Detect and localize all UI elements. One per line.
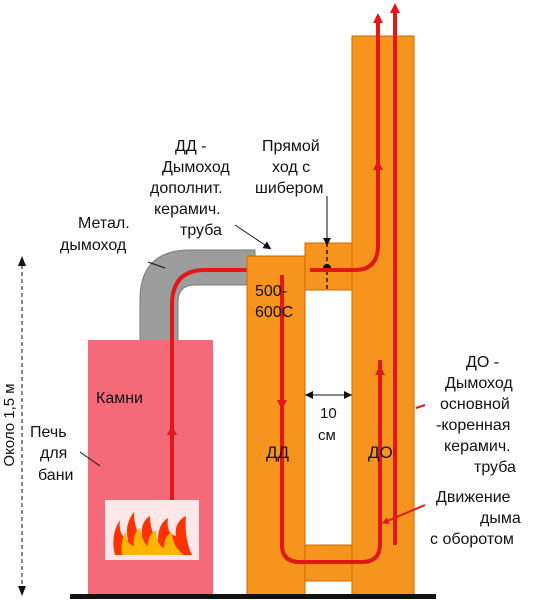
dd-tag: ДД — [266, 443, 290, 462]
metal-label-2: дымоход — [60, 237, 127, 254]
dd-note-2: Дымоход — [162, 159, 230, 176]
do-note-1: ДО - — [466, 354, 499, 371]
leader-metal — [147, 261, 166, 269]
dd-note-1: ДД - — [175, 138, 206, 155]
do-note-4: -коренная — [436, 417, 510, 434]
smoke-note-2: дыма — [480, 510, 521, 527]
smoke-direct — [310, 16, 380, 272]
stove-label-1: Печь — [30, 424, 67, 441]
smoke-note-3: с оборотом — [430, 531, 514, 548]
leader-smoke — [381, 504, 426, 524]
height-label: Около 1,5 м — [1, 383, 18, 466]
gap-label-2: см — [318, 427, 336, 444]
fire-icon — [113, 512, 192, 555]
damper-note-1: Прямой — [262, 138, 320, 155]
leader-dd — [234, 224, 272, 250]
temp-label-1: 500- — [255, 283, 287, 300]
smoke-note-1: Движение — [436, 489, 511, 506]
smoke-rise-stove — [170, 268, 310, 500]
gap-label-1: 10 — [320, 405, 337, 422]
do-chimney — [351, 35, 415, 597]
do-note-3: основной — [440, 396, 510, 413]
stove-label-3: бани — [38, 467, 73, 484]
metal-chimney — [139, 249, 256, 346]
dd-chimney — [246, 255, 306, 597]
do-note-6: труба — [474, 459, 516, 476]
smoke-loop — [280, 275, 382, 564]
gap-dimension — [305, 391, 352, 399]
leader-stove — [79, 451, 101, 467]
do-note-5: керамич. — [444, 438, 511, 455]
dd-note-3: дополнит. — [150, 180, 223, 197]
damper-note-3: шибером — [255, 180, 323, 197]
dd-note-4: керамич. — [154, 201, 221, 218]
stove-label-2: для — [40, 445, 67, 462]
stones-label: Камни — [96, 390, 143, 407]
leader-do — [415, 404, 426, 409]
dd-note-5: труба — [180, 222, 222, 239]
height-dimension: Около 1,5 м — [1, 256, 26, 596]
do-note-2: Дымоход — [445, 375, 513, 392]
ground-line — [70, 594, 436, 599]
damper-note-2: ход с — [272, 159, 310, 176]
metal-label-1: Метал. — [78, 215, 130, 232]
do-tag: ДО — [368, 443, 393, 462]
temp-label-2: 600С — [255, 304, 293, 321]
